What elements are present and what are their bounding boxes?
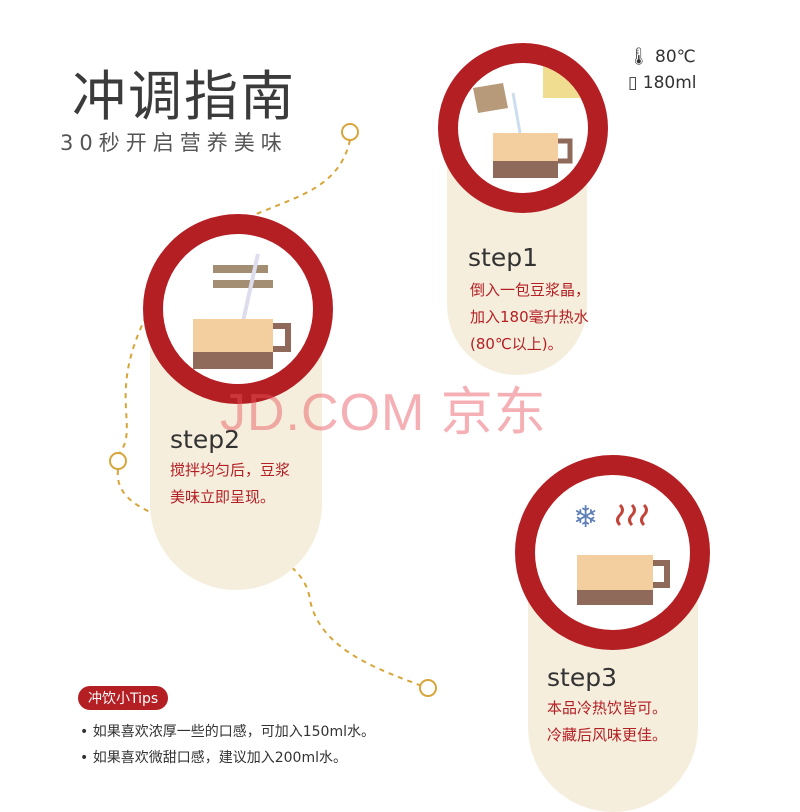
spec-info: 🌡 80℃ ▯ 180ml: [628, 44, 697, 96]
step1-description: 倒入一包豆浆晶， 加入180毫升热水 (80℃以上)。: [470, 277, 590, 358]
step2-line: 搅拌均匀后，豆浆: [170, 461, 291, 479]
step1-line: (80℃以上)。: [470, 335, 563, 353]
step3-illustration: ❄: [515, 455, 710, 650]
page-subtitle: 30秒开启营养美味: [60, 131, 288, 155]
step3-line: 冷藏后风味更佳。: [547, 726, 668, 744]
tip-item: • 如果喜欢浓厚一些的口感，可加入150ml水。: [80, 724, 375, 740]
path-node: [109, 452, 127, 470]
measuring-cup-icon: ▯: [628, 73, 638, 93]
step3-description: 本品冷热饮皆可。冷藏后风味更佳。: [547, 695, 667, 749]
steam-icon: [616, 503, 648, 527]
path-node: [419, 679, 437, 697]
snowflake-icon: ❄: [573, 500, 598, 535]
step1-label: step1: [468, 243, 538, 272]
volume-value: 180ml: [642, 73, 697, 93]
temperature-value: 80℃: [655, 47, 696, 67]
step2-label: step2: [170, 425, 240, 454]
watermark: JD.COM 京东: [220, 384, 547, 442]
tips-badge: 冲饮小Tips: [78, 686, 169, 710]
step3-label: step3: [547, 663, 617, 692]
tip-text: 如果喜欢浓厚一些的口感，可加入150ml水。: [92, 724, 375, 740]
page-title: 冲调指南: [72, 65, 296, 128]
pour-water-icon: [473, 63, 583, 178]
tip-item: • 如果喜欢微甜口感，建议加入200ml水。: [80, 750, 347, 766]
step2-line: 美味立即呈现。: [170, 488, 276, 506]
path-node: [341, 123, 359, 141]
step1-line: 倒入一包豆浆晶，: [470, 281, 591, 299]
step1-illustration: [438, 43, 608, 213]
step1-line: 加入180毫升热水: [470, 308, 589, 326]
step2-description: 搅拌均匀后，豆浆美味立即呈现。: [170, 457, 290, 511]
thermometer-icon: 🌡: [628, 47, 650, 67]
stir-icon: [193, 253, 291, 369]
tip-text: 如果喜欢微甜口感，建议加入200ml水。: [92, 750, 347, 766]
hot-cold-icon: ❄: [573, 500, 670, 605]
step3-line: 本品冷热饮皆可。: [547, 699, 668, 717]
